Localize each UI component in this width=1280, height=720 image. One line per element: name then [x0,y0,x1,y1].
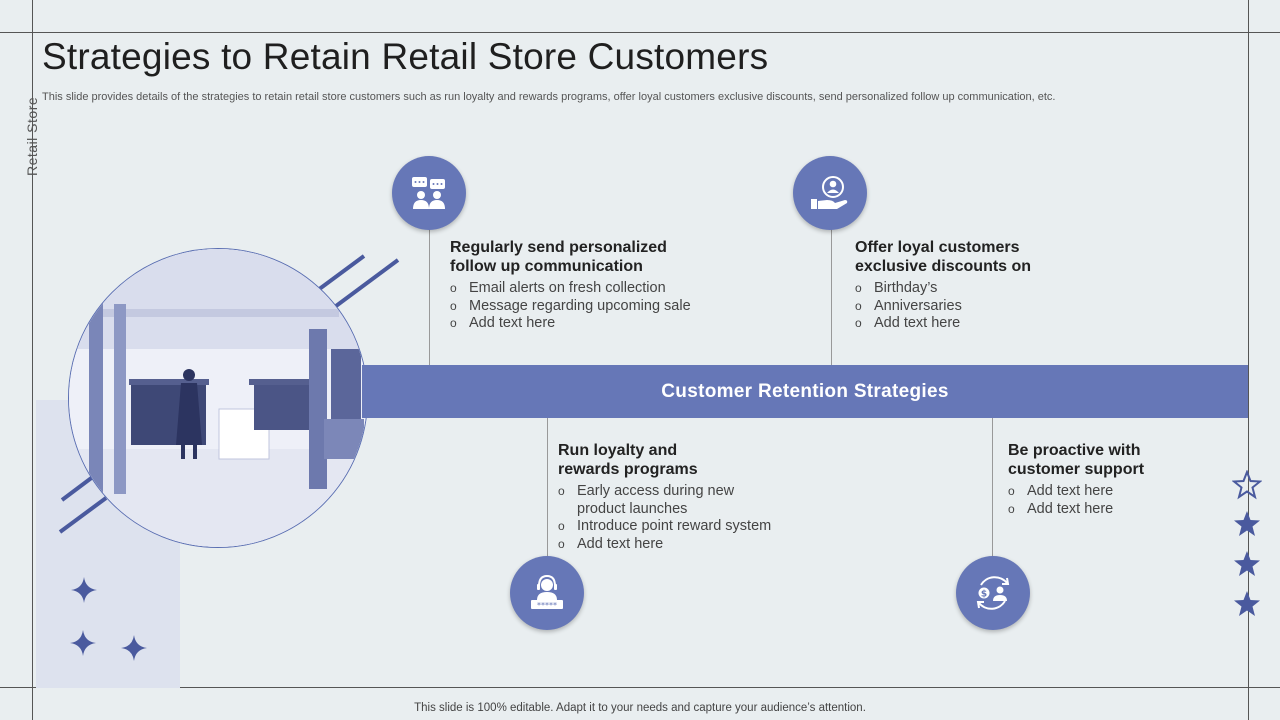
strategy-block-support: Be proactive with customer support Add t… [1008,441,1188,518]
connector-line [831,228,832,365]
store-photo [68,248,368,548]
strategy-list: Email alerts on fresh collection Message… [450,280,710,333]
strategy-block-communication: Regularly send personalized follow up co… [450,238,710,333]
retention-strategies-band: Customer Retention Strategies [362,365,1248,418]
list-item: Early access during new product launches [558,483,747,518]
chat-people-icon [392,156,466,230]
frame-bottom-line [0,687,1280,688]
list-item: Add text here [1008,501,1188,519]
money-exchange-icon: $ [956,556,1030,630]
sparkle-icon [70,630,96,656]
hand-user-icon [793,156,867,230]
list-item: Birthday’s [855,280,1055,298]
strategy-block-loyalty: Run loyalty and rewards programs Early a… [558,441,798,553]
sparkle-icon [121,635,147,661]
star-icon [1234,551,1260,576]
svg-text:*****: ***** [537,601,557,610]
list-item: Add text here [450,315,710,333]
strategy-heading: Offer loyal customers exclusive discount… [855,239,1032,275]
strategy-list: Birthday’s Anniversaries Add text here [855,280,1055,333]
support-agent-icon: ***** [510,556,584,630]
list-item: Add text here [558,536,798,554]
page-title: Strategies to Retain Retail Store Custom… [42,36,769,77]
strategy-list: Add text here Add text here [1008,483,1188,518]
list-item: Add text here [855,315,1055,333]
frame-right-line [1248,0,1249,720]
page-subtitle: This slide provides details of the strat… [42,91,1056,103]
footer-note: This slide is 100% editable. Adapt it to… [414,702,866,714]
strategy-block-discounts: Offer loyal customers exclusive discount… [855,238,1055,333]
frame-left-line [32,0,33,720]
strategy-heading: Regularly send personalized follow up co… [450,239,667,275]
list-item: Introduce point reward system [558,518,798,536]
sparkle-icon [71,577,97,603]
frame-top-line [0,32,1280,33]
strategy-list: Early access during new product launches… [558,483,798,553]
strategy-heading: Be proactive with customer support [1008,442,1145,478]
star-icon [1234,591,1260,616]
strategy-heading: Run loyalty and rewards programs [558,442,698,478]
svg-text:$: $ [981,590,987,600]
list-item: Email alerts on fresh collection [450,280,710,298]
star-outline-icon [1232,470,1262,500]
connector-line [992,418,993,558]
list-item: Add text here [1008,483,1188,501]
list-item: Message regarding upcoming sale [450,298,710,316]
store-interior-image [69,249,367,547]
connector-line [429,228,430,365]
list-item: Anniversaries [855,298,1055,316]
connector-line [547,418,548,558]
star-icon [1234,511,1260,536]
